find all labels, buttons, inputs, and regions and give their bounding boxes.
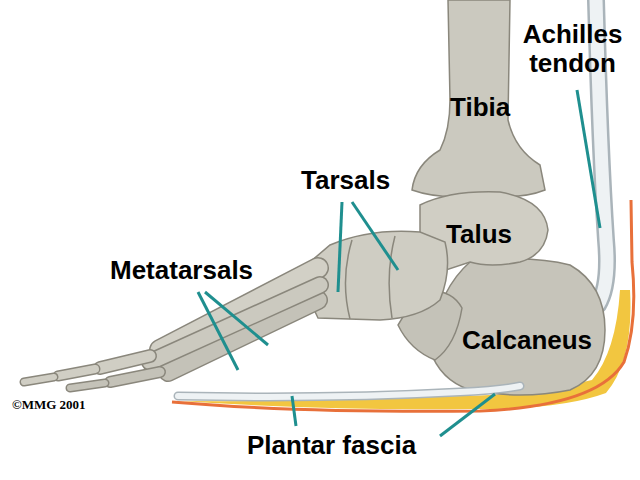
bone-label: Talus [446,220,512,249]
bone-group-label: Metatarsals [110,256,253,285]
toe-bones [24,356,160,388]
copyright-note: ©MMG 2001 [12,397,86,412]
bone-group-label: Tarsals [301,166,390,195]
plantar-fascia-shape [178,386,520,397]
bone-label: Calcaneus [462,326,592,355]
tarsal-joints [345,236,395,319]
tendon-label: Achilles tendon [510,20,635,78]
plantar-fascia-outline [178,386,520,397]
bone-label: Tibia [450,93,510,122]
leader-lines [198,90,600,436]
tissue-label: Plantar fascia [247,431,416,460]
tarsal-bones [308,231,448,320]
